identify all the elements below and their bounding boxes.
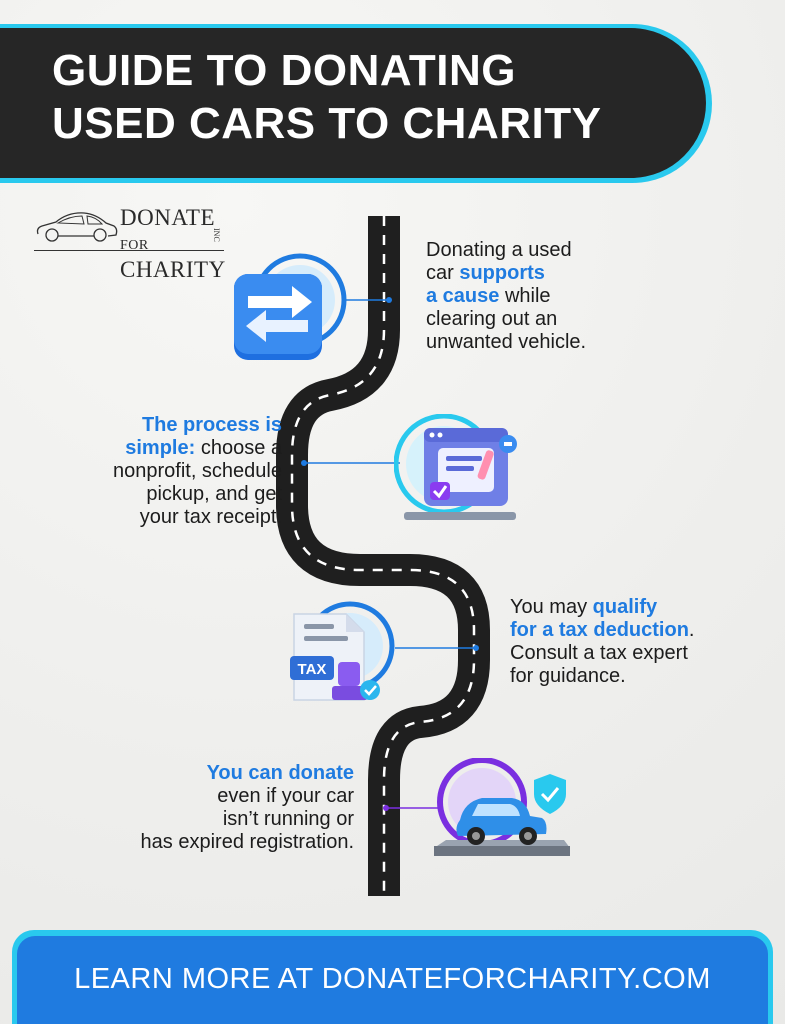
- logo-wordmark: DONATE FOR CHARITY: [120, 206, 234, 282]
- step-4-line-b: isn’t running or: [222, 808, 354, 830]
- title-line-1: GUIDE TO DONATING: [52, 46, 516, 95]
- step-1-text: Donating a used car supports a cause whi…: [426, 239, 586, 354]
- step-2-line-b: nonprofit, schedule: [112, 460, 282, 482]
- step-2-line-c: pickup, and get: [146, 483, 282, 505]
- step-3-text: You may qualify for a tax deduction. Con…: [510, 596, 694, 688]
- step-2-line-d: your tax receipt.: [139, 506, 282, 528]
- step-2-line-a: choose a: [195, 437, 282, 459]
- car-shield-icon: [434, 758, 570, 856]
- step-1-highlight-a: supports: [459, 262, 545, 284]
- step-4-text: You can donate even if your car isn’t ru…: [120, 762, 354, 854]
- step-2-text: The process is simple: choose a nonprofi…: [60, 414, 282, 529]
- tax-document-icon: TAX: [290, 601, 395, 701]
- step-4-line-c: has expired registration.: [140, 831, 354, 853]
- footer-banner: [17, 936, 768, 1024]
- step-3-highlight-b: for a tax deduction: [510, 619, 689, 641]
- car-outline-icon: [36, 212, 118, 242]
- logo-underline: [34, 250, 224, 251]
- step-3-line-c: Consult a tax expert: [510, 642, 688, 664]
- page-title: GUIDE TO DONATING USED CARS TO CHARITY: [52, 44, 601, 150]
- step-2-highlight-a: The process is: [141, 414, 282, 436]
- step-1-line-d: clearing out an: [426, 308, 558, 330]
- footer-cta-link[interactable]: LEARN MORE AT DONATEFORCHARITY.COM: [74, 963, 711, 995]
- step-1-line-e: unwanted vehicle.: [426, 331, 587, 353]
- svg-text:TAX: TAX: [298, 661, 327, 678]
- logo-word-donate: DONATE: [120, 205, 215, 230]
- step-3-highlight-a: qualify: [592, 596, 658, 618]
- step-3-line-a: You may: [510, 596, 593, 618]
- header-banner: [0, 28, 706, 178]
- logo-word-charity: CHARITY: [120, 257, 226, 282]
- title-line-2: USED CARS TO CHARITY: [52, 99, 602, 148]
- swap-arrows-icon: [234, 253, 347, 360]
- donate-for-charity-logo: DONATE FOR CHARITY INC: [34, 204, 234, 282]
- step-3-line-b: .: [688, 619, 695, 641]
- step-1-line-c: while: [499, 285, 551, 307]
- checklist-laptop-icon: [394, 414, 517, 520]
- step-4-highlight: You can donate: [206, 762, 354, 784]
- step-2-highlight-b: simple:: [125, 437, 196, 459]
- step-3-line-d: for guidance.: [510, 665, 626, 687]
- logo-word-for: FOR: [120, 238, 149, 253]
- step-1-line-a: Donating a used: [426, 239, 572, 261]
- step-1-highlight-b: a cause: [426, 285, 500, 307]
- step-4-line-a: even if your car: [217, 785, 354, 807]
- step-1-line-b: car: [426, 262, 460, 284]
